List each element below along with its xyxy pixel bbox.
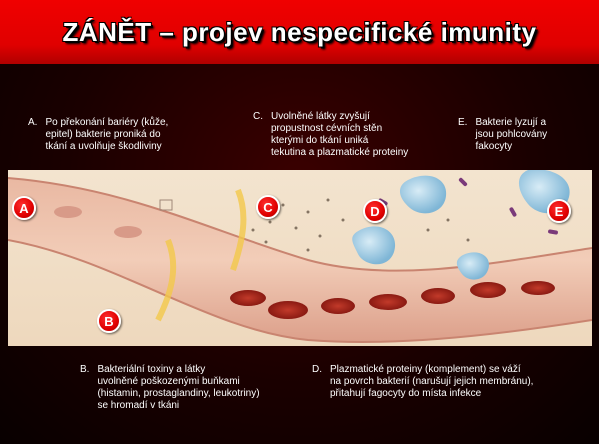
slide-title: ZÁNĚT – projev nespecifické imunity: [62, 17, 536, 48]
caption-d-text: Plazmatické proteiny (komplement) se váž…: [330, 364, 533, 400]
marker-a: A: [12, 196, 36, 220]
caption-b: B. Bakteriální toxiny a látky uvolněné p…: [80, 364, 300, 412]
marker-c: C: [256, 195, 280, 219]
marker-b: B: [97, 309, 121, 333]
caption-e-text: Bakterie lyzují a jsou pohlcovány fakocy…: [475, 117, 547, 153]
title-banner: ZÁNĚT – projev nespecifické imunity: [0, 0, 599, 64]
caption-a: A. Po překonání bariéry (kůže, epitel) b…: [28, 117, 203, 153]
marker-e: E: [547, 199, 571, 223]
caption-e: E. Bakterie lyzují a jsou pohlcovány fak…: [458, 117, 588, 153]
caption-e-letter: E.: [458, 117, 467, 153]
caption-d-letter: D.: [312, 364, 322, 400]
caption-d: D. Plazmatické proteiny (komplement) se …: [312, 364, 552, 400]
caption-c-text: Uvolněné látky zvyšují propustnost cévní…: [271, 111, 408, 159]
caption-a-text: Po překonání bariéry (kůže, epitel) bakt…: [45, 117, 168, 153]
marker-d: D: [363, 199, 387, 223]
inflammation-illustration: [8, 170, 592, 346]
caption-a-letter: A.: [28, 117, 37, 153]
caption-b-text: Bakteriální toxiny a látky uvolněné pošk…: [97, 364, 259, 412]
caption-c: C. Uvolněné látky zvyšují propustnost cé…: [253, 111, 443, 159]
caption-b-letter: B.: [80, 364, 89, 412]
caption-c-letter: C.: [253, 111, 263, 159]
